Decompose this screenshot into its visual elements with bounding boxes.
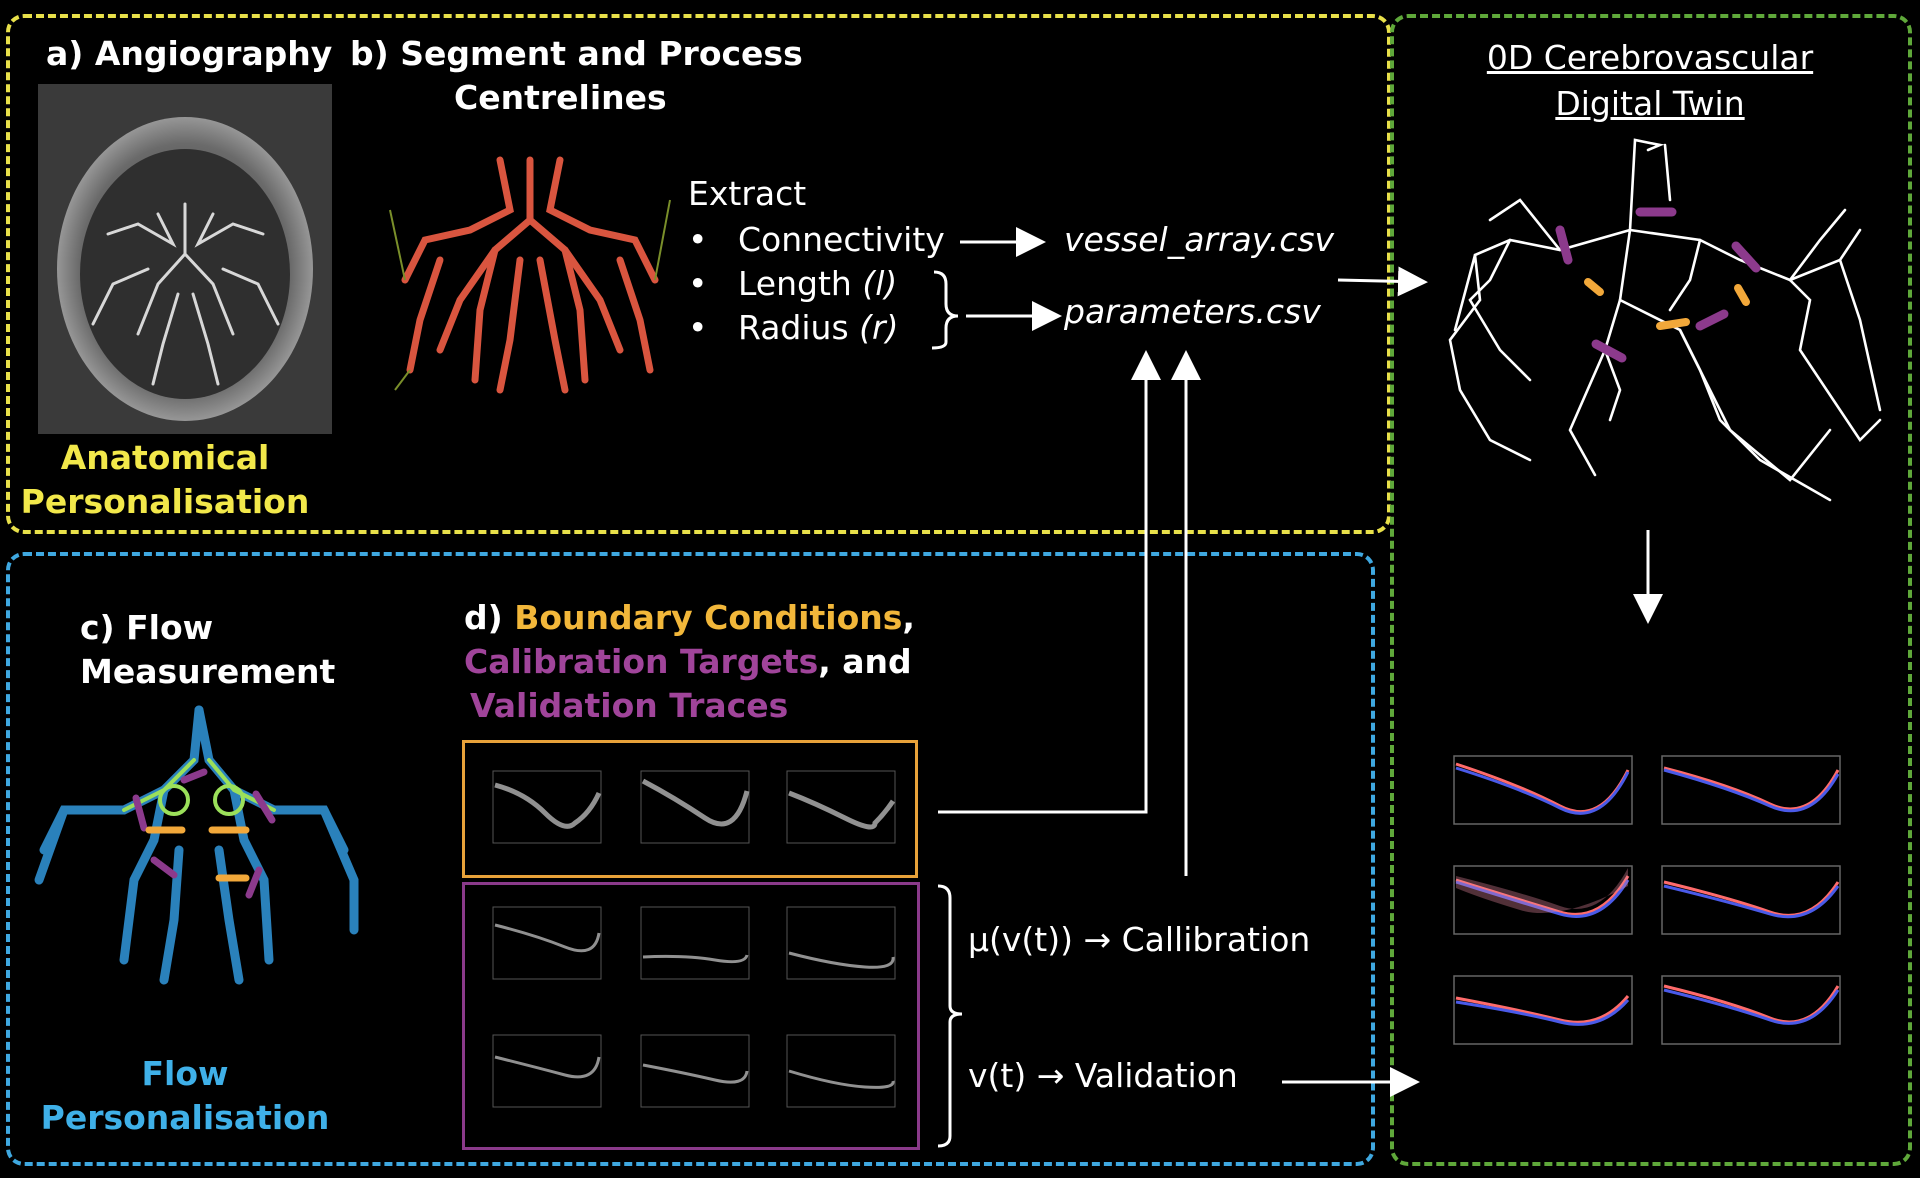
anatomical-section-box xyxy=(6,14,1391,534)
extract-item-length: Length (l) xyxy=(738,262,897,306)
panel-a-title: a) Angiography xyxy=(46,34,333,73)
boundary-conditions-label: Boundary Conditions xyxy=(514,598,903,637)
extract-heading: Extract xyxy=(688,174,807,213)
extract-item-length-label: Length xyxy=(738,264,852,303)
bullet-dot: • xyxy=(688,220,708,259)
panel-c-title-2: Measurement xyxy=(80,652,336,691)
twin-title-1: 0D Cerebrovascular xyxy=(1486,38,1814,77)
flow-section-box xyxy=(6,552,1375,1166)
angiography-image xyxy=(38,84,332,434)
calibration-validation-panel xyxy=(462,882,920,1150)
bullet-dot: • xyxy=(688,264,708,303)
calibration-formula: μ(v(t)) → Callibration xyxy=(968,920,1311,959)
radius-symbol: (r) xyxy=(859,308,899,347)
flow-measurement-image xyxy=(24,700,374,1000)
twin-title-2: Digital Twin xyxy=(1555,84,1745,123)
calibration-targets-label: Calibration Targets xyxy=(464,642,819,681)
segmented-vessels-image xyxy=(380,140,680,400)
extract-item-connectivity: Connectivity xyxy=(738,220,945,259)
boundary-conditions-panel xyxy=(462,740,918,878)
panel-b-title-1: b) Segment and Process xyxy=(350,34,803,73)
panel-d-prefix: d) xyxy=(464,598,515,637)
panel-d-title-line-1: d) Boundary Conditions, xyxy=(464,596,915,640)
extract-item-radius: Radius (r) xyxy=(738,306,898,350)
panel-c-title-1: c) Flow xyxy=(80,608,214,647)
panel-b-title-2: Centrelines xyxy=(454,78,667,117)
validation-traces-label: Validation Traces xyxy=(470,686,789,725)
flow-footer-1: Flow xyxy=(141,1054,229,1093)
bullet-dot: • xyxy=(688,308,708,347)
vessel-array-file: vessel_array.csv xyxy=(1064,220,1335,259)
panel-d-sep-1: , xyxy=(902,598,915,637)
panel-d-sep-2: , and xyxy=(818,642,912,681)
model-section-box xyxy=(1390,14,1912,1166)
anatomical-footer-2: Personalisation xyxy=(20,482,310,521)
panel-d-title-line-2: Calibration Targets, and xyxy=(464,640,912,684)
length-symbol: (l) xyxy=(862,264,898,303)
parameters-file: parameters.csv xyxy=(1064,292,1321,331)
predicted-charts xyxy=(1440,740,1860,1070)
flow-footer-2: Personalisation xyxy=(40,1098,330,1137)
validation-formula: v(t) → Validation xyxy=(968,1056,1238,1095)
anatomical-footer-1: Anatomical xyxy=(60,438,270,477)
extract-item-radius-label: Radius xyxy=(738,308,849,347)
